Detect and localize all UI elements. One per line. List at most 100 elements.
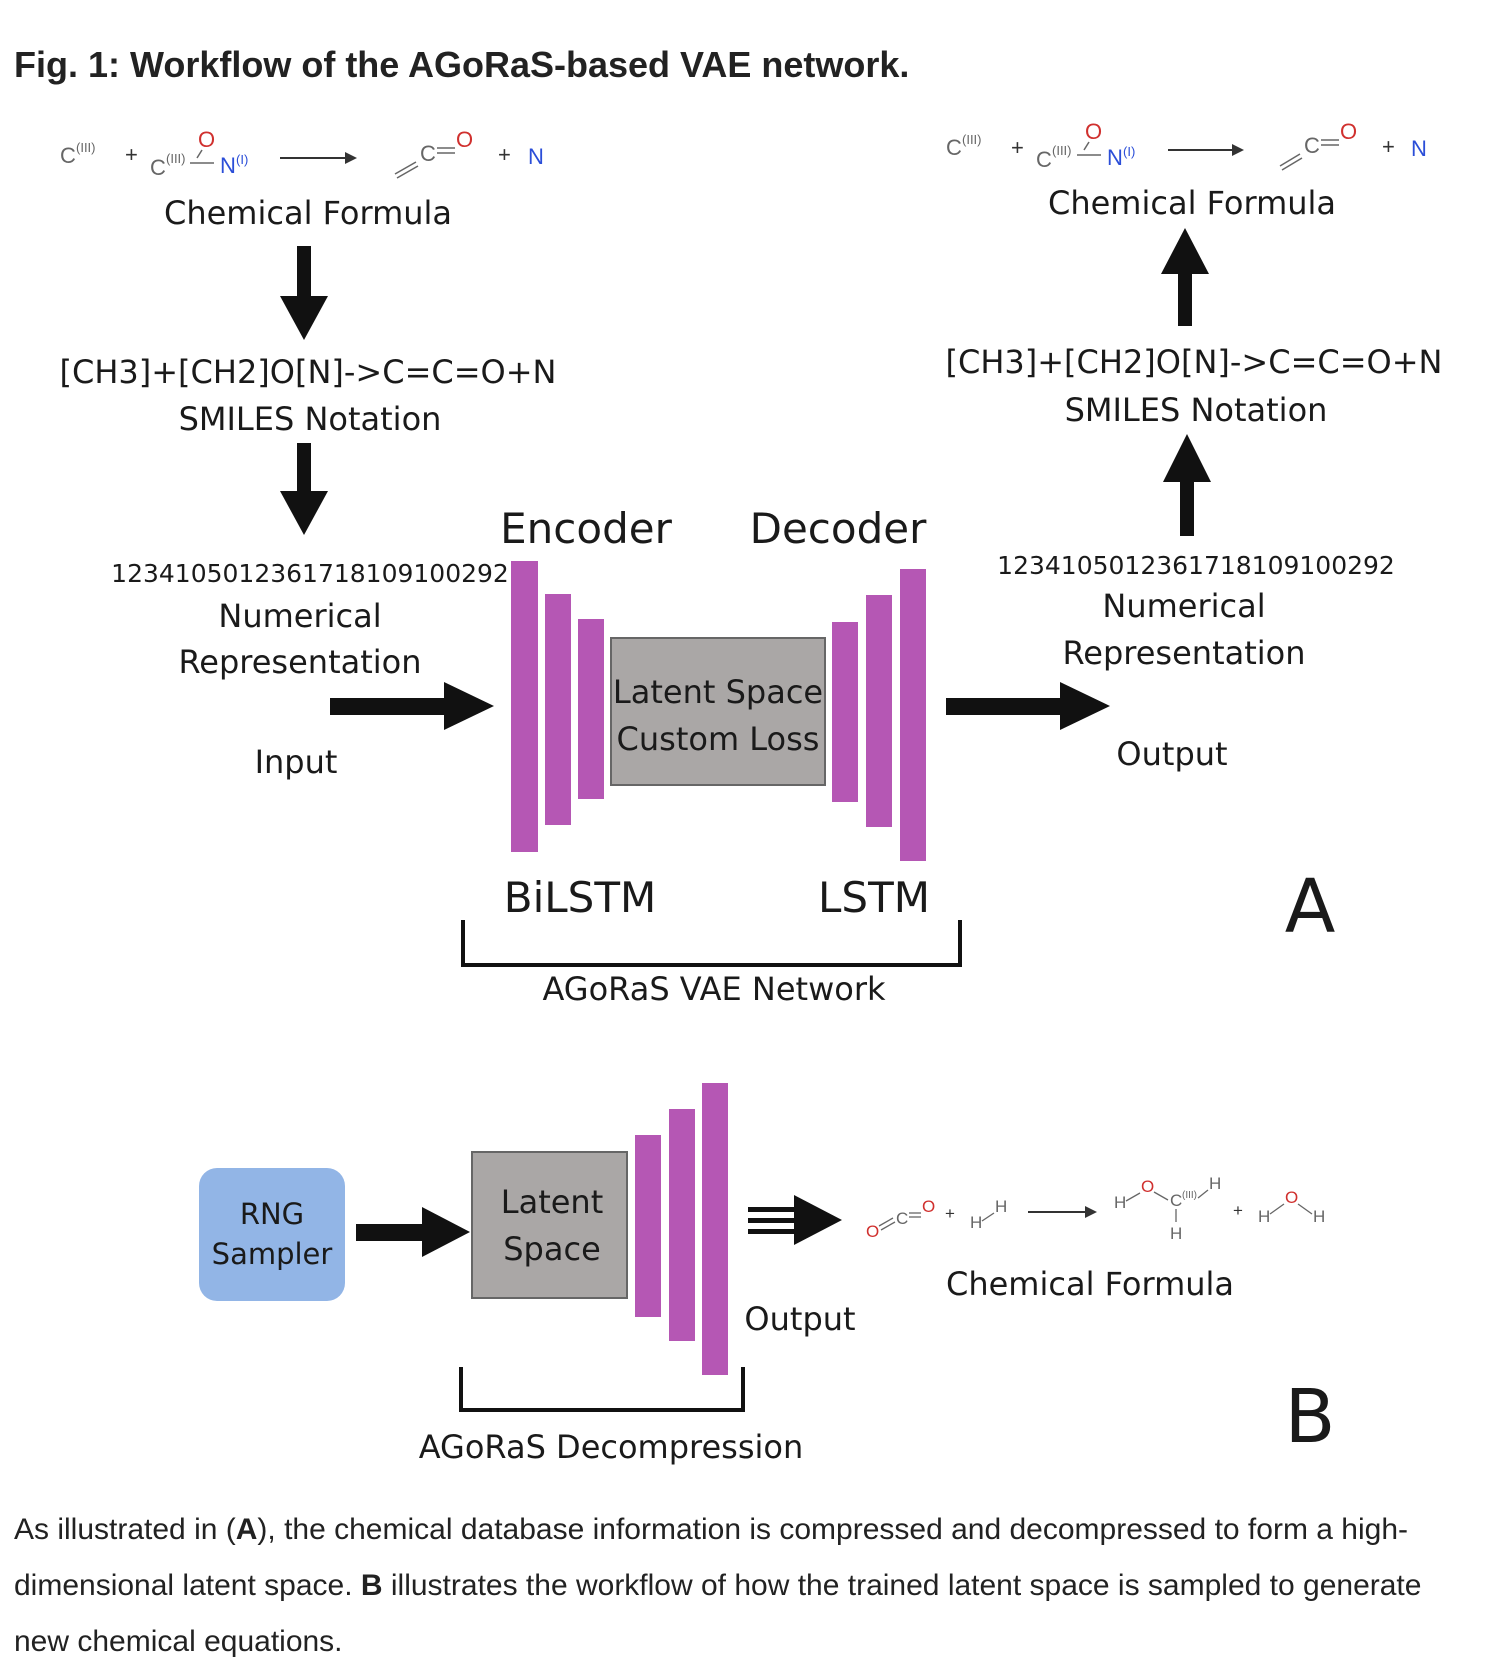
numerical-label: Numerical	[218, 597, 381, 635]
output-smiles-notation-label: SMILES Notation	[1065, 391, 1328, 429]
space-label: Space	[503, 1230, 601, 1268]
product-1-oxygen: O	[456, 127, 473, 152]
smiles-notation-label: SMILES Notation	[179, 400, 442, 438]
caption-panel-ref-b: B	[360, 1569, 383, 1602]
panel-a-letter: A	[1285, 864, 1336, 950]
reactant-2-nitrogen: N	[220, 153, 236, 178]
decompression-layer	[635, 1135, 661, 1317]
workflow-diagram: C (III) + C (III) O N (I) C O + N Chemic…	[60, 119, 1443, 1466]
product-1-carbon: C	[1170, 1191, 1182, 1210]
product-1-carbon: C	[420, 141, 436, 166]
numeric-string: 123410501236171810910029​2	[111, 559, 509, 588]
reactant-1-carbon: C	[896, 1209, 908, 1228]
encoder-layer	[578, 619, 604, 799]
decompression-bracket	[459, 1367, 745, 1412]
chemical-formula-label: Chemical Formula	[164, 194, 452, 232]
rng-label: RNG	[240, 1197, 304, 1231]
product-1-hydrogen-2: H	[1209, 1174, 1221, 1193]
rng-sampler-box: RNG Sampler	[199, 1168, 345, 1301]
reactant-2-superscript: (III)	[1052, 143, 1072, 158]
output-reaction: C (III) + C (III) O N (I) C O + N	[946, 119, 1427, 172]
input-arrow	[330, 682, 494, 730]
product-2-hydrogen: H	[1258, 1207, 1270, 1226]
caption-part: As illustrated in (	[14, 1513, 236, 1546]
caption-part: illustrates the workflow of how the trai…	[14, 1569, 1422, 1658]
reactant-2-hydrogen: H	[970, 1213, 982, 1232]
reactant-1-oxygen-2: O	[922, 1197, 935, 1216]
product-1-hydrogen-3: H	[1170, 1224, 1182, 1243]
reactant-2-nitrogen: N	[1107, 145, 1123, 170]
plus-sign: +	[125, 142, 138, 167]
latent-space-box-b: Latent Space	[471, 1151, 628, 1299]
output-chemical-formula-label: Chemical Formula	[1048, 184, 1336, 222]
reactant-2-superscript: (III)	[166, 151, 186, 166]
latent-space-label: Latent Space	[613, 673, 823, 711]
product-1-hydrogen: H	[1114, 1193, 1126, 1212]
output-arrow	[946, 682, 1110, 730]
generated-reaction: O C O + H H H O C (III) H H + H O	[866, 1174, 1325, 1243]
reactant-2-carbon: C	[1036, 147, 1052, 172]
product-1-oxygen: O	[1340, 119, 1357, 144]
reactant-2-carbon: C	[150, 155, 166, 180]
decoder-layer	[832, 622, 858, 802]
sampler-to-latent-arrow	[356, 1207, 470, 1257]
figure-title: Fig. 1: Workflow of the AGoRaS-based VAE…	[14, 44, 910, 85]
decoder-lstm-layers	[832, 569, 926, 861]
product-2-nitrogen: N	[528, 144, 544, 169]
product-2-hydrogen-2: H	[1313, 1207, 1325, 1226]
encoder-layer	[511, 561, 538, 852]
panel-a: C (III) + C (III) O N (I) C O + N Chemic…	[60, 119, 1443, 1008]
input-label: Input	[255, 743, 338, 781]
panel-b-chemical-formula-label: Chemical Formula	[946, 1265, 1234, 1303]
output-smiles-string: [CH3]+[CH2]O[N]->C=C=O+N	[946, 343, 1443, 381]
panel-b-output-label: Output	[744, 1300, 855, 1338]
decoder-layer	[900, 569, 926, 861]
product-2-oxygen: O	[1285, 1188, 1298, 1207]
up-arrow	[1161, 228, 1209, 326]
reactant-1-superscript: (III)	[76, 140, 96, 155]
encoder-bilstm-layers	[511, 561, 604, 852]
output-numerical-label: Numerical	[1102, 587, 1265, 625]
plus-sign: +	[1011, 135, 1024, 160]
bilstm-label: BiLSTM	[504, 873, 656, 922]
product-1-oxygen: O	[1141, 1177, 1154, 1196]
reactant-2-oxygen: O	[198, 127, 215, 152]
reactant-1: C	[946, 135, 962, 160]
product-2-nitrogen: N	[1411, 136, 1427, 161]
reactant-2-nitrogen-superscript: (I)	[1123, 144, 1135, 159]
smiles-string: [CH3]+[CH2]O[N]->C=C=O+N	[60, 353, 557, 391]
encoder-label: Encoder	[500, 504, 672, 553]
latent-space-box: Latent Space Custom Loss	[610, 637, 826, 786]
decompression-layers	[635, 1083, 728, 1375]
reactant-1-superscript: (III)	[962, 132, 982, 147]
decompression-label: AGoRaS Decompression	[419, 1428, 804, 1466]
caption-panel-ref-a: A	[235, 1513, 258, 1546]
sampler-label: Sampler	[212, 1237, 333, 1271]
reactant-2-hydrogen-2: H	[995, 1197, 1007, 1216]
down-arrow	[280, 443, 328, 535]
decompression-layer	[702, 1083, 728, 1375]
panel-b-letter: B	[1285, 1374, 1336, 1460]
product-1-carbon: C	[1304, 133, 1320, 158]
plus-sign: +	[1233, 1201, 1243, 1220]
plus-sign: +	[1382, 134, 1395, 159]
output-representation-label: Representation	[1062, 634, 1305, 672]
decoder-label: Decoder	[750, 504, 927, 553]
decoder-layer	[866, 595, 892, 827]
caption-part: ), the chemical database information is …	[14, 1513, 1408, 1602]
reactant-2-oxygen: O	[1085, 119, 1102, 144]
plus-sign: +	[498, 142, 511, 167]
reactant-2-nitrogen-superscript: (I)	[236, 152, 248, 167]
product-1-carbon-superscript: (III)	[1182, 1190, 1197, 1201]
representation-label: Representation	[178, 643, 421, 681]
vae-network-bracket	[461, 920, 962, 967]
encoder-layer	[545, 594, 571, 825]
custom-loss-label: Custom Loss	[617, 720, 820, 758]
reactant-1-oxygen: O	[866, 1222, 879, 1241]
vae-network-label: AGoRaS VAE Network	[542, 970, 886, 1008]
input-reaction: C (III) + C (III) O N (I) C O + N	[60, 127, 544, 180]
output-numeric-string: 1234105012361718109100292	[997, 551, 1395, 580]
output-triple-arrow	[748, 1195, 842, 1245]
decompression-layer	[669, 1109, 695, 1341]
up-arrow	[1163, 434, 1211, 536]
